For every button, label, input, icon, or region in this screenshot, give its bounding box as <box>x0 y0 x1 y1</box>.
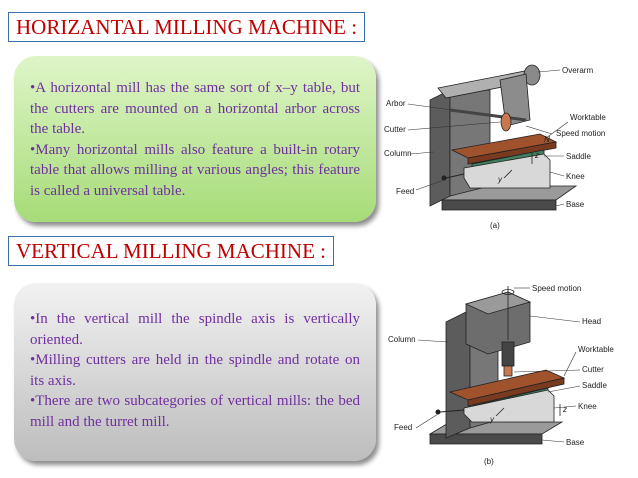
label-arbor: Arbor <box>386 99 406 108</box>
label-n: N <box>544 135 550 144</box>
label-y: y <box>489 415 495 424</box>
vertical-bullet-3: •There are two subcategories of vertical… <box>30 393 360 430</box>
label-y: y <box>497 175 503 184</box>
label-base: Base <box>566 438 585 447</box>
label-overarm: Overarm <box>562 66 593 75</box>
label-speed-motion: Speed motion <box>556 129 605 138</box>
caption-b: (b) <box>484 457 494 466</box>
label-knee: Knee <box>566 172 585 181</box>
label-cutter: Cutter <box>384 125 406 134</box>
vertical-bullet-2: •Milling cutters are held in the spindle… <box>30 352 360 389</box>
horizontal-milling-diagram: Overarm Arbor Worktable Cutter N Speed m… <box>384 64 606 230</box>
vertical-section-title: VERTICAL MILLING MACHINE : <box>8 236 335 266</box>
label-base: Base <box>566 200 585 209</box>
label-cutter: Cutter <box>582 365 604 374</box>
label-worktable: Worktable <box>570 113 606 122</box>
label-knee: Knee <box>578 402 597 411</box>
label-saddle: Saddle <box>566 152 591 161</box>
horizontal-bullet-1: •A horizontal mill has the same sort of … <box>30 80 360 137</box>
label-feed: Feed <box>394 423 412 432</box>
vertical-bullet-1: •In the vertical mill the spindle axis i… <box>30 311 360 348</box>
vertical-info-box: •In the vertical mill the spindle axis i… <box>14 283 376 461</box>
label-speed-motion: Speed motion <box>532 284 581 293</box>
horizontal-section-title: HORIZANTAL MILLING MACHINE : <box>8 12 366 42</box>
label-z: z <box>534 151 539 160</box>
label-worktable: Worktable <box>578 345 614 354</box>
label-column: Column <box>388 335 416 344</box>
horizontal-info-box: •A horizontal mill has the same sort of … <box>14 56 376 222</box>
caption-a: (a) <box>490 221 500 230</box>
label-saddle: Saddle <box>582 381 607 390</box>
label-head: Head <box>582 317 601 326</box>
vertical-milling-diagram: Speed motion Head Column Worktable Cutte… <box>388 284 614 466</box>
label-feed: Feed <box>396 187 414 196</box>
horizontal-bullet-2: •Many horizontal mills also feature a bu… <box>30 141 360 199</box>
label-column: Column <box>384 149 412 158</box>
label-z: z <box>562 405 567 414</box>
